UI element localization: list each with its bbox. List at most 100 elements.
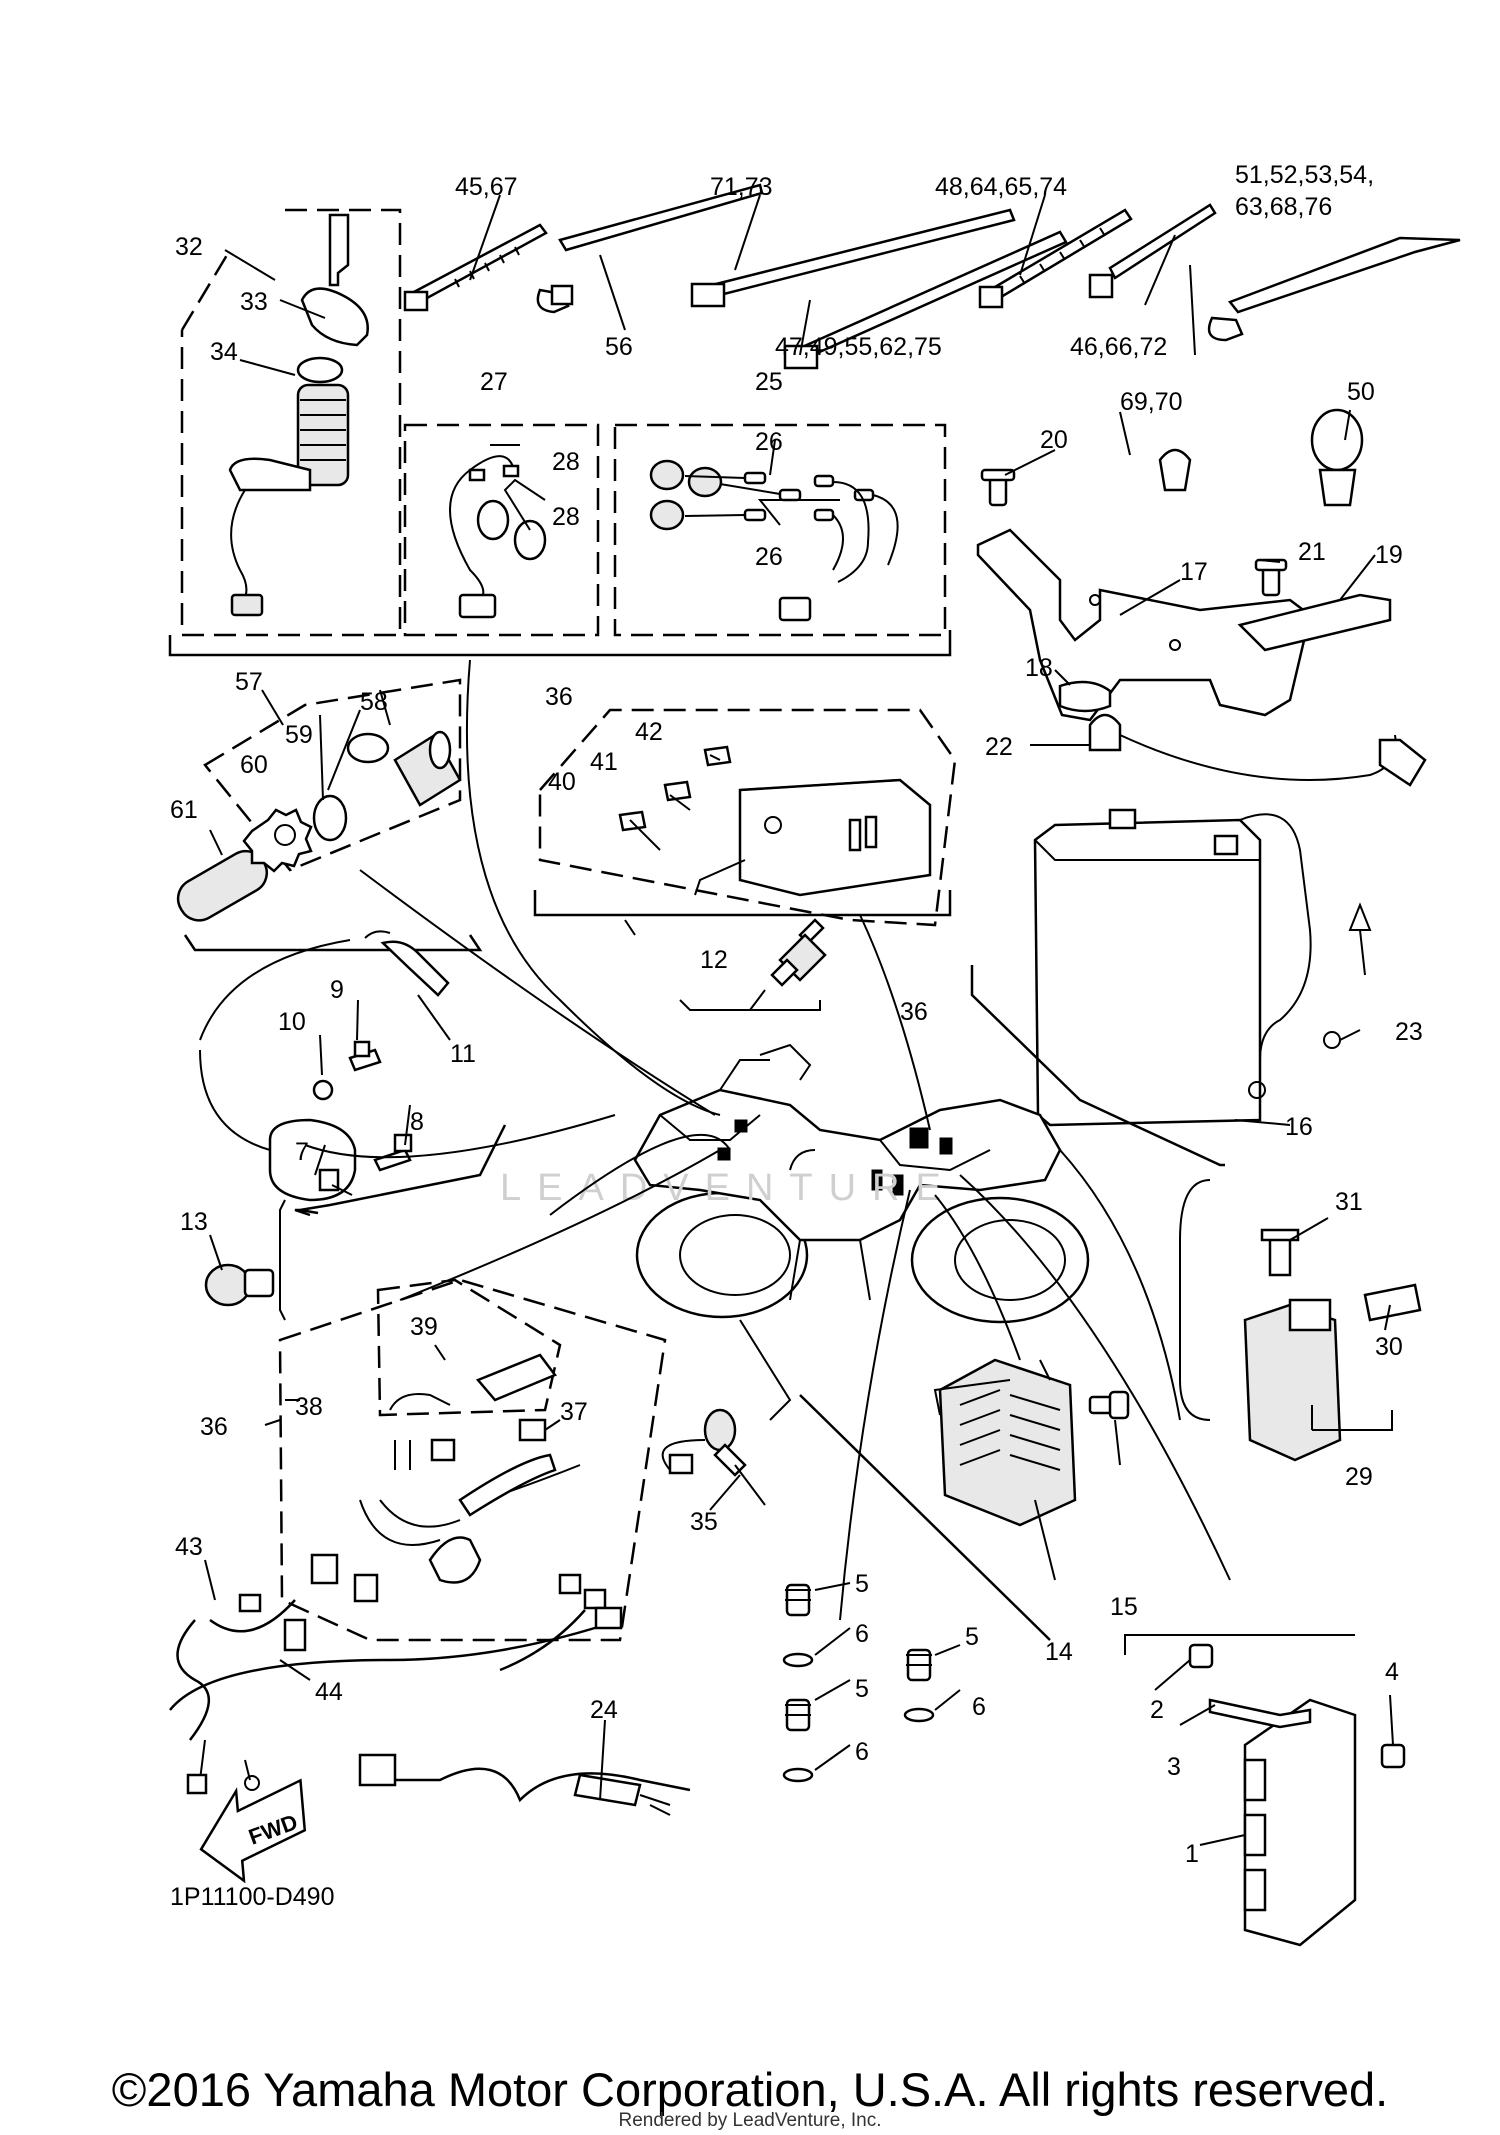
cable-tie-51-52 bbox=[1207, 236, 1461, 342]
callout-35: 35 bbox=[690, 1508, 718, 1536]
indicator-bracket bbox=[183, 934, 483, 952]
callout-5c: 5 bbox=[855, 1675, 869, 1703]
callout-58: 58 bbox=[360, 688, 388, 716]
top-group-bracket bbox=[168, 630, 952, 657]
leader-curves bbox=[304, 659, 1231, 1621]
callout-13: 13 bbox=[180, 1208, 208, 1236]
rectifier-regulator bbox=[933, 1358, 1130, 1527]
leader-lines bbox=[204, 194, 1394, 1846]
callout-33: 33 bbox=[240, 288, 268, 316]
callout-32: 32 bbox=[175, 233, 203, 261]
callout-42: 42 bbox=[635, 718, 663, 746]
callout-50: 50 bbox=[1347, 378, 1375, 406]
cable-tie-46-66 bbox=[1088, 203, 1217, 299]
lead-group-27 bbox=[403, 423, 600, 637]
callout-6a: 6 bbox=[855, 1620, 869, 1648]
callout-11: 11 bbox=[450, 1040, 476, 1068]
callout-30: 30 bbox=[1375, 1333, 1403, 1361]
callout-31: 31 bbox=[1335, 1188, 1363, 1216]
lead-24 bbox=[358, 1753, 691, 1816]
callout-34: 34 bbox=[210, 338, 238, 366]
battery bbox=[1033, 713, 1427, 1127]
callout-46-66: 46,66,72 bbox=[1070, 333, 1167, 361]
callout-59: 59 bbox=[285, 721, 313, 749]
callout-63-68: 63,68,76 bbox=[1235, 193, 1332, 221]
ignition-coil bbox=[199, 930, 450, 1202]
throttle-switch bbox=[661, 1319, 792, 1506]
callout-24: 24 bbox=[590, 1696, 618, 1724]
callout-14: 14 bbox=[1045, 1638, 1073, 1666]
callout-39: 39 bbox=[410, 1313, 438, 1341]
atv-vehicle bbox=[633, 1043, 1090, 1324]
callout-17: 17 bbox=[1180, 558, 1208, 586]
copyright-notice: ©2016 Yamaha Motor Corporation, U.S.A. A… bbox=[111, 2063, 1389, 2116]
callout-2: 2 bbox=[1150, 1696, 1164, 1724]
battery-bracket-line bbox=[970, 965, 1225, 1167]
rendered-by-credit: Rendered by LeadVenture, Inc. bbox=[618, 2110, 882, 2131]
cable-tie-56 bbox=[536, 183, 764, 314]
callout-57: 57 bbox=[235, 668, 263, 696]
main-switch-group bbox=[180, 208, 402, 637]
fuse-box-group bbox=[538, 708, 957, 927]
callout-18: 18 bbox=[1025, 654, 1053, 682]
coil-bracket bbox=[294, 1124, 507, 1217]
callout-6b: 6 bbox=[972, 1693, 986, 1721]
watermark: LEADVENTURE bbox=[500, 1167, 957, 1209]
callout-15: 15 bbox=[1110, 1593, 1138, 1621]
callout-28b: 28 bbox=[552, 503, 580, 531]
callout-69-70: 69,70 bbox=[1120, 388, 1183, 416]
callout-20: 20 bbox=[1040, 426, 1068, 454]
callout-36b: 36 bbox=[900, 998, 928, 1026]
indicator-group bbox=[176, 678, 462, 922]
callout-7: 7 bbox=[295, 1138, 309, 1166]
cable-tie-47-49 bbox=[783, 230, 1068, 370]
callout-36c: 36 bbox=[200, 1413, 228, 1441]
callout-16: 16 bbox=[1285, 1113, 1313, 1141]
callout-19: 19 bbox=[1375, 541, 1403, 569]
starter-relay bbox=[1179, 1179, 1422, 1462]
callout-60: 60 bbox=[240, 751, 268, 779]
control-unit bbox=[1124, 1634, 1406, 1947]
callout-71-73: 71,73 bbox=[710, 173, 773, 201]
callout-40: 40 bbox=[548, 768, 576, 796]
callout-26a: 26 bbox=[755, 428, 783, 456]
callout-45-67: 45,67 bbox=[455, 173, 518, 201]
callout-5a: 5 bbox=[855, 1570, 869, 1598]
lead-group-25 bbox=[613, 423, 947, 637]
callout-21: 21 bbox=[1298, 538, 1326, 566]
callout-44: 44 bbox=[315, 1678, 343, 1706]
callout-6c: 6 bbox=[855, 1738, 869, 1766]
callout-12: 12 bbox=[700, 946, 728, 974]
diagram-code: 1P11100-D490 bbox=[170, 1883, 334, 1911]
spark-plug bbox=[679, 918, 827, 1011]
bolts-5-6 bbox=[782, 1394, 1051, 1783]
callout-25: 25 bbox=[755, 368, 783, 396]
sub-lead-43 bbox=[169, 1573, 623, 1795]
callout-9: 9 bbox=[330, 976, 344, 1004]
callout-22: 22 bbox=[985, 733, 1013, 761]
neutral-switch bbox=[204, 1199, 286, 1321]
cable-tie-45-67 bbox=[403, 223, 548, 312]
callout-10: 10 bbox=[278, 1008, 306, 1036]
callout-56: 56 bbox=[605, 333, 633, 361]
callout-41: 41 bbox=[590, 748, 618, 776]
callout-37: 37 bbox=[560, 1398, 588, 1426]
callout-48-64: 48,64,65,74 bbox=[935, 173, 1067, 201]
fusebox-bracket bbox=[533, 890, 952, 917]
callout-27: 27 bbox=[480, 368, 508, 396]
callout-labels: 45,67 71,73 48,64,65,74 51,52,53,54, 63,… bbox=[170, 161, 1423, 1911]
callout-43: 43 bbox=[175, 1533, 203, 1561]
cable-tie-48-64 bbox=[978, 208, 1133, 309]
callout-61: 61 bbox=[170, 796, 198, 824]
callout-5b: 5 bbox=[965, 1623, 979, 1651]
callout-8: 8 bbox=[410, 1108, 424, 1136]
callout-38: 38 bbox=[295, 1393, 323, 1421]
callout-1: 1 bbox=[1185, 1840, 1199, 1868]
wire-harness-sub bbox=[278, 1278, 667, 1642]
callout-3: 3 bbox=[1167, 1753, 1181, 1781]
callout-47-49: 47,49,55,62,75 bbox=[775, 333, 942, 361]
callout-36a: 36 bbox=[545, 683, 573, 711]
callout-4: 4 bbox=[1385, 1658, 1399, 1686]
cable-tie-71-73 bbox=[690, 208, 1016, 308]
